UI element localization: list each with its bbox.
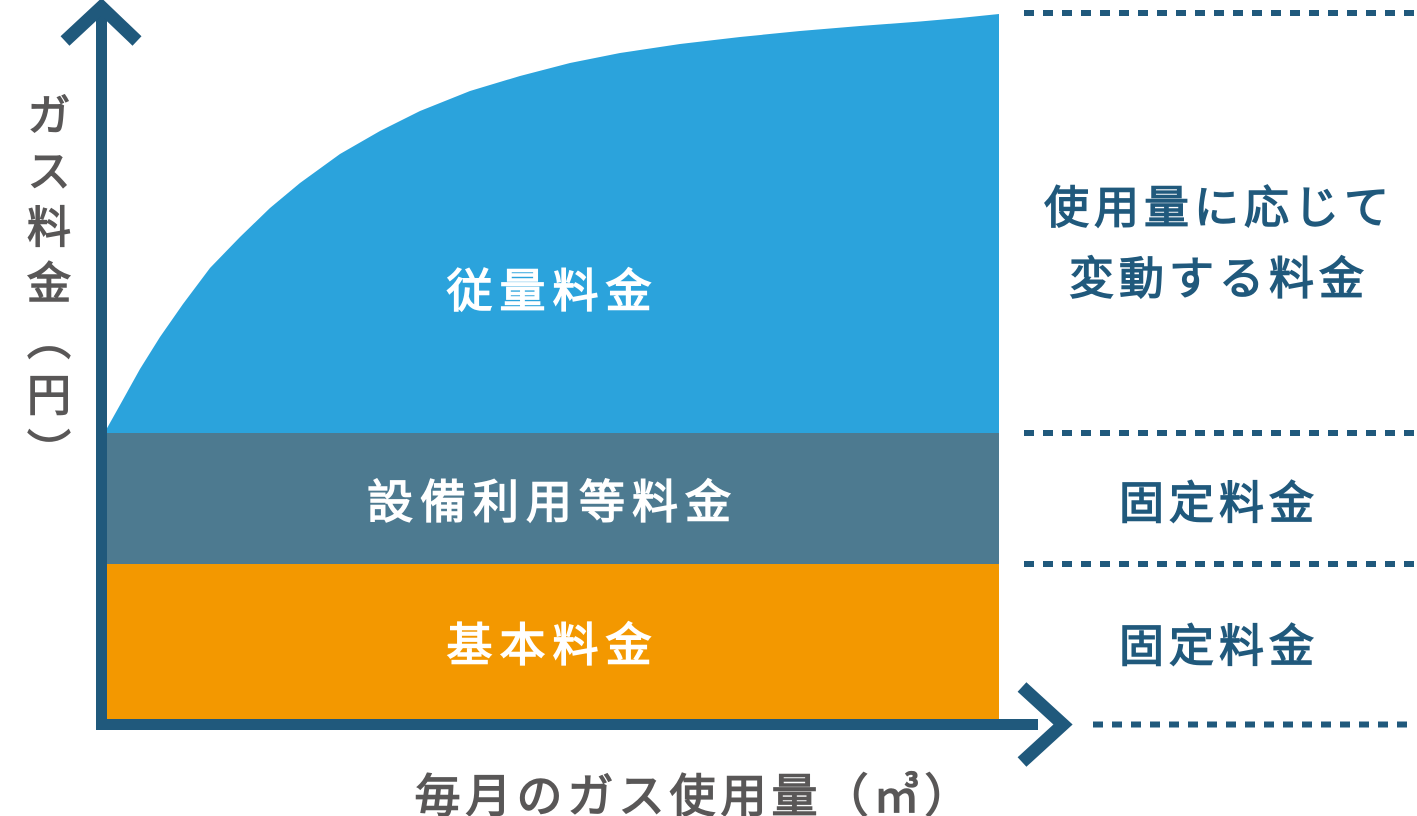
band-label-variable-fee: 従量料金: [446, 264, 659, 318]
equipment-fee-band: [106, 433, 999, 564]
band-label-equipment-fee: 設備利用等料金: [367, 475, 738, 529]
y-axis-label: ガス料金（円）: [19, 92, 70, 484]
x-axis-label: 毎月のガス使用量（㎥）: [414, 769, 976, 816]
band-label-basic-fee: 基本料金: [446, 618, 659, 672]
note-fixed-fee-equipment: 固定料金: [1118, 476, 1319, 530]
note-variable-fee-line2: 変動する料金: [1068, 252, 1369, 305]
note-variable-fee-line1: 使用量に応じて: [1043, 181, 1394, 234]
note-fixed-fee-basic: 固定料金: [1118, 619, 1319, 673]
variable-fee-area: [106, 14, 999, 434]
y-axis-arrowhead: [60, 0, 142, 46]
basic-fee-band: [106, 564, 999, 719]
note-variable-fee: 使用量に応じて 変動する料金: [1024, 172, 1414, 314]
x-axis-arrowhead: [1017, 682, 1073, 767]
